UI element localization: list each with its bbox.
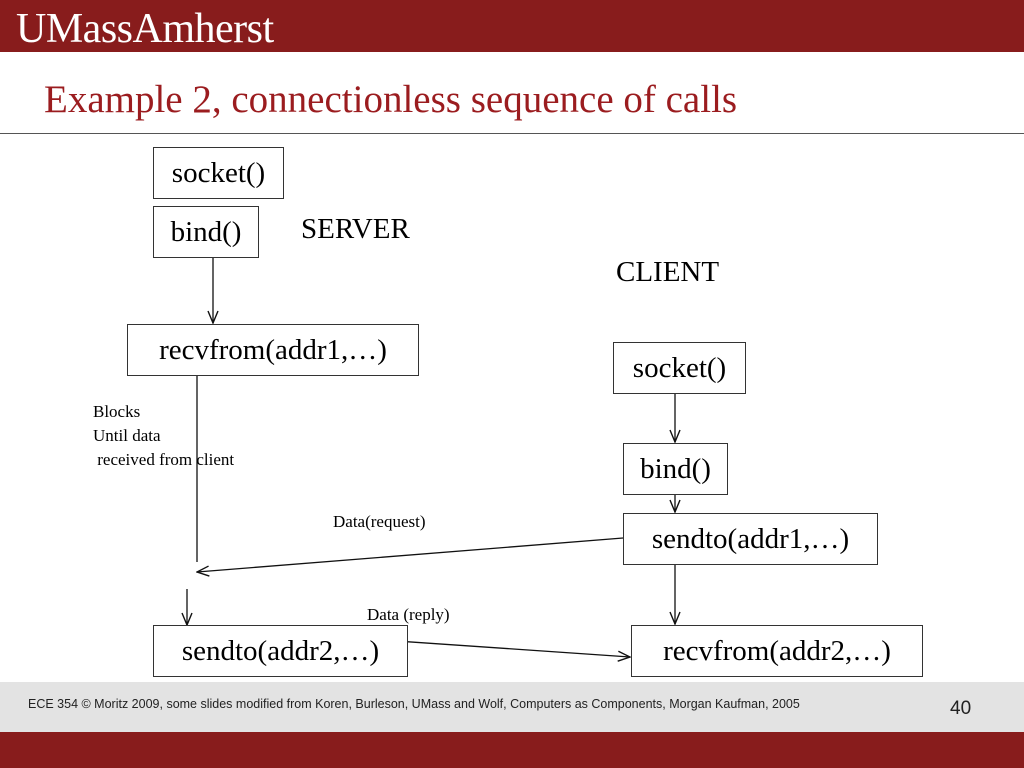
- header-bar: UMassAmherst: [0, 0, 1024, 52]
- page-number: 40: [950, 698, 972, 719]
- data-reply-label: Data (reply): [367, 605, 450, 624]
- server-recvfrom-box: recvfrom(addr1,…): [127, 324, 419, 376]
- umass-amherst-logo: UMassAmherst: [16, 6, 274, 52]
- server-bind-box: bind(): [153, 206, 259, 258]
- server-sendto-box: sendto(addr2,…): [153, 625, 408, 677]
- data-request-label: Data(request): [333, 512, 426, 531]
- server-label: SERVER: [301, 213, 410, 245]
- footer-bar: [0, 732, 1024, 768]
- footer-band: [0, 682, 1024, 732]
- client-socket-box: socket(): [613, 342, 746, 394]
- client-label: CLIENT: [616, 256, 720, 288]
- arrow-data-request: [197, 537, 624, 572]
- blocking-note-line: received from client: [93, 450, 235, 469]
- client-recvfrom-box: recvfrom(addr2,…): [631, 625, 923, 677]
- blocking-note-line: Blocks: [93, 402, 141, 421]
- title-divider: [0, 133, 1024, 134]
- footer-credit: ECE 354 © Moritz 2009, some slides modif…: [28, 697, 800, 711]
- server-socket-box: socket(): [153, 147, 284, 199]
- blocking-note: Blocks Until data received from client: [93, 400, 234, 472]
- client-sendto-box: sendto(addr1,…): [623, 513, 878, 565]
- client-bind-box: bind(): [623, 443, 728, 495]
- blocking-note-line: Until data: [93, 426, 161, 445]
- slide-title: Example 2, connectionless sequence of ca…: [44, 78, 738, 121]
